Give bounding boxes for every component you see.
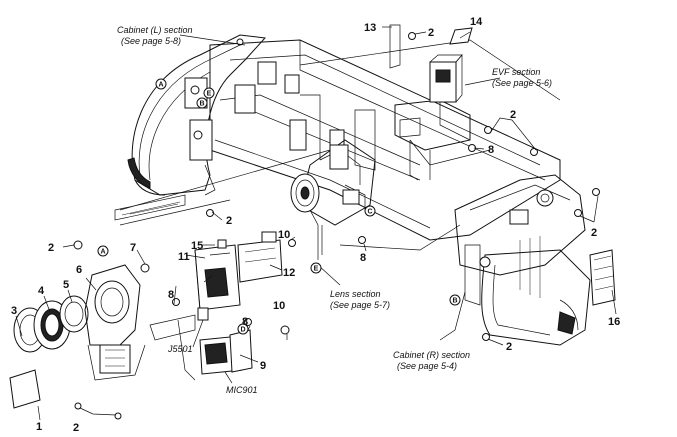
part-number-8: 8 (488, 144, 494, 156)
svg-text:D: D (240, 327, 245, 334)
circle-ref-c: C (364, 205, 376, 217)
part-number-5: 5 (63, 279, 69, 291)
part-number-2: 2 (48, 242, 54, 254)
j5501-label: J5501 (167, 344, 193, 354)
part-number-6: 6 (76, 264, 82, 276)
part-number-13: 13 (364, 22, 376, 34)
part-number-1: 1 (36, 421, 42, 433)
svg-text:E: E (207, 91, 212, 98)
section-labels: Cabinet (L) section (See page 5-8) EVF s… (117, 25, 552, 371)
part-number-14: 14 (470, 16, 483, 28)
part-number-2: 2 (428, 27, 434, 39)
lens-assembly (290, 139, 376, 260)
part-number-4: 4 (38, 285, 45, 297)
svg-text:B: B (452, 298, 457, 305)
lens-page-ref: (See page 5-7) (330, 300, 390, 310)
part-number-9: 9 (260, 360, 266, 372)
part-number-8: 8 (360, 252, 366, 264)
part-number-15: 15 (191, 240, 203, 252)
part-number-2: 2 (506, 341, 512, 353)
circle-ref-b2: B (449, 294, 461, 306)
svg-text:B: B (199, 101, 204, 108)
center-boards (149, 231, 283, 381)
circle-ref-e: E (203, 87, 215, 99)
part-number-2: 2 (226, 215, 232, 227)
svg-text:A: A (158, 82, 163, 89)
part-number-2: 2 (73, 422, 79, 434)
cabinet-l-section-label: Cabinet (L) section (117, 25, 193, 35)
part-numbers: 1 2 2 2 2 2 2 2 3 4 5 6 7 8 8 8 8 9 10 1… (11, 16, 620, 434)
part-number-12: 12 (283, 267, 295, 279)
part-number-8: 8 (242, 316, 248, 328)
svg-text:E: E (314, 266, 319, 273)
part-number-3: 3 (11, 305, 17, 317)
evf-page-ref: (See page 5-6) (492, 78, 552, 88)
circle-ref-d: D (237, 323, 249, 335)
part-number-2: 2 (591, 227, 597, 239)
circle-ref-a: A (155, 78, 167, 90)
cabinet-l-page-ref: (See page 5-8) (121, 36, 181, 46)
part-number-11: 11 (178, 251, 190, 263)
cabinet-l-shell (114, 34, 267, 221)
part-number-7: 7 (130, 242, 136, 254)
part-number-10: 10 (273, 300, 285, 312)
cabinet-r-shell (454, 174, 591, 346)
evf-unit (389, 24, 473, 181)
screws (73, 32, 600, 420)
ref-designators: J5501 MIC901 (167, 344, 258, 395)
part-leader-lines (15, 26, 617, 421)
circle-ref-a2: A (97, 245, 109, 257)
part-number-16: 16 (608, 316, 620, 328)
circle-ref-b: B (196, 97, 208, 109)
cabinet-r-section-label: Cabinet (R) section (393, 350, 470, 360)
svg-text:A: A (100, 249, 105, 256)
cabinet-r-page-ref: (See page 5-4) (397, 361, 457, 371)
part-number-10: 10 (278, 229, 290, 241)
svg-text:C: C (367, 209, 372, 216)
part-number-8: 8 (168, 289, 174, 301)
part-number-2: 2 (510, 109, 516, 121)
circled-references: A B E C E A D B (97, 78, 461, 335)
mic901-label: MIC901 (226, 385, 258, 395)
evf-section-label: EVF section (492, 67, 540, 77)
lens-section-label: Lens section (330, 289, 381, 299)
circle-ref-e2: E (310, 262, 322, 274)
part-16-plate (589, 249, 616, 306)
front-lens-parts (9, 264, 146, 409)
